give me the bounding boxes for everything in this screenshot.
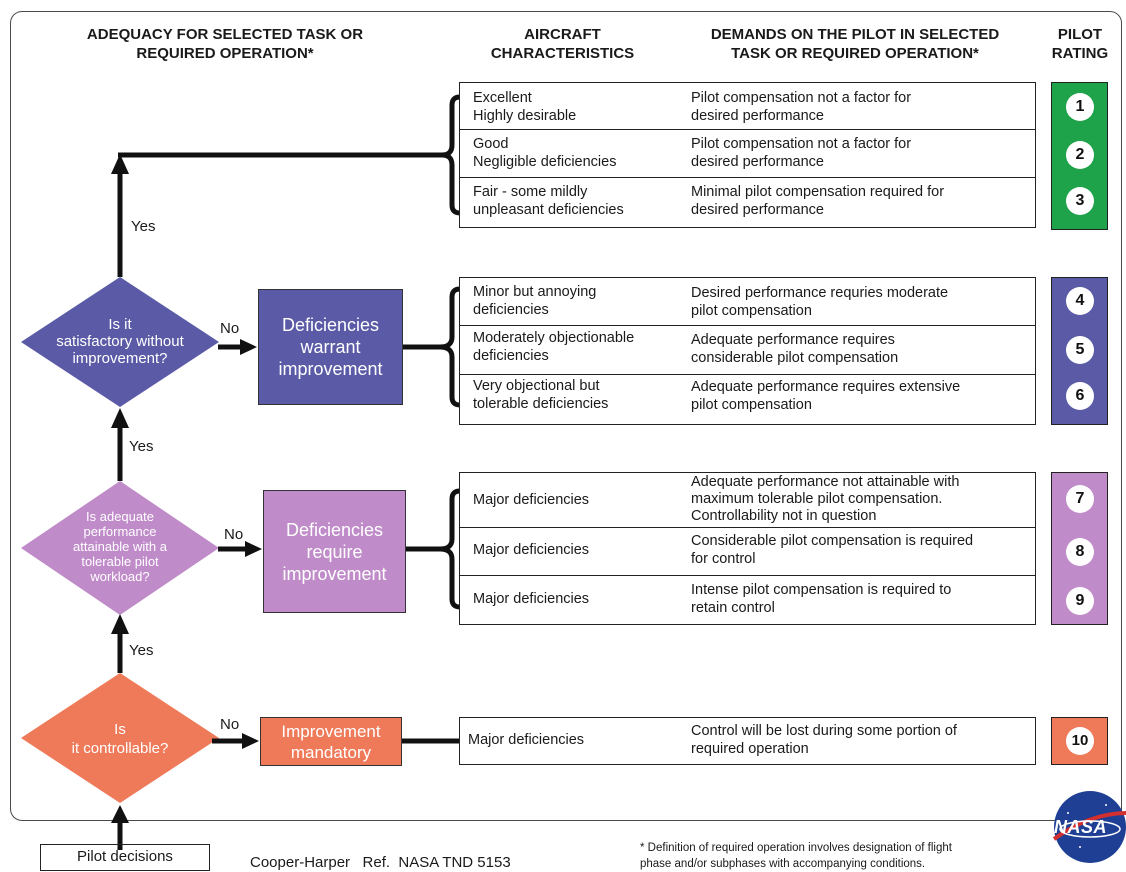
rating-row-9: Major deficiencies Intense pilot compens…: [459, 576, 1036, 625]
no-label-1: No: [220, 320, 240, 337]
rating-row-10: Major deficiencies Control will be lost …: [459, 717, 1036, 765]
rating-row-8: Major deficiencies Considerable pilot co…: [459, 528, 1036, 576]
rating-badge-8: 8: [1066, 538, 1094, 566]
pilot-demands: Control will be lost during some portion…: [691, 723, 957, 757]
rating-badge-7: 7: [1066, 485, 1094, 513]
aircraft-characteristics: Major deficiencies: [468, 732, 585, 748]
yes-label-3: Yes: [129, 642, 154, 659]
nasa-logo-text: NASA: [1054, 817, 1108, 837]
rating-badge-10: 10: [1066, 727, 1094, 755]
rating-row-7: Major deficiencies Adequate performance …: [459, 472, 1036, 528]
pilot-decisions-box: Pilot decisions: [40, 844, 210, 871]
rating-badge-2: 2: [1066, 141, 1094, 169]
rating-badge-5: 5: [1066, 336, 1094, 364]
no-label-3: No: [220, 716, 240, 733]
rating-badge-1: 1: [1066, 93, 1094, 121]
no-label-2: No: [224, 526, 244, 543]
aircraft-characteristics: Major deficiencies: [473, 492, 590, 508]
rating-badge-6: 6: [1066, 382, 1094, 410]
rating-badge-4: 4: [1066, 287, 1094, 315]
pilot-demands: Adequate performance not attainable with…: [691, 474, 960, 524]
rating-badge-3: 3: [1066, 187, 1094, 215]
pilot-demands: Intense pilot compensation is required t…: [691, 582, 952, 616]
yes-label-1: Yes: [131, 218, 156, 235]
decision-diamond-satisfactory: [21, 277, 219, 407]
decision-diamond-adequate: [21, 481, 219, 615]
reference-text: Cooper-Harper Ref. NASA TND 5153: [250, 854, 511, 871]
rating-badge-9: 9: [1066, 587, 1094, 615]
nasa-logo: NASA: [1050, 783, 1126, 871]
aircraft-characteristics: Major deficiencies: [473, 542, 590, 558]
footnote: * Definition of required operation invol…: [640, 842, 952, 870]
chart-frame: [10, 11, 1122, 821]
aircraft-characteristics: Major deficiencies: [473, 591, 590, 607]
decision-diamond-controllable: [21, 673, 219, 803]
yes-label-2: Yes: [129, 438, 154, 455]
pilot-demands: Considerable pilot compensation is requi…: [691, 533, 974, 567]
